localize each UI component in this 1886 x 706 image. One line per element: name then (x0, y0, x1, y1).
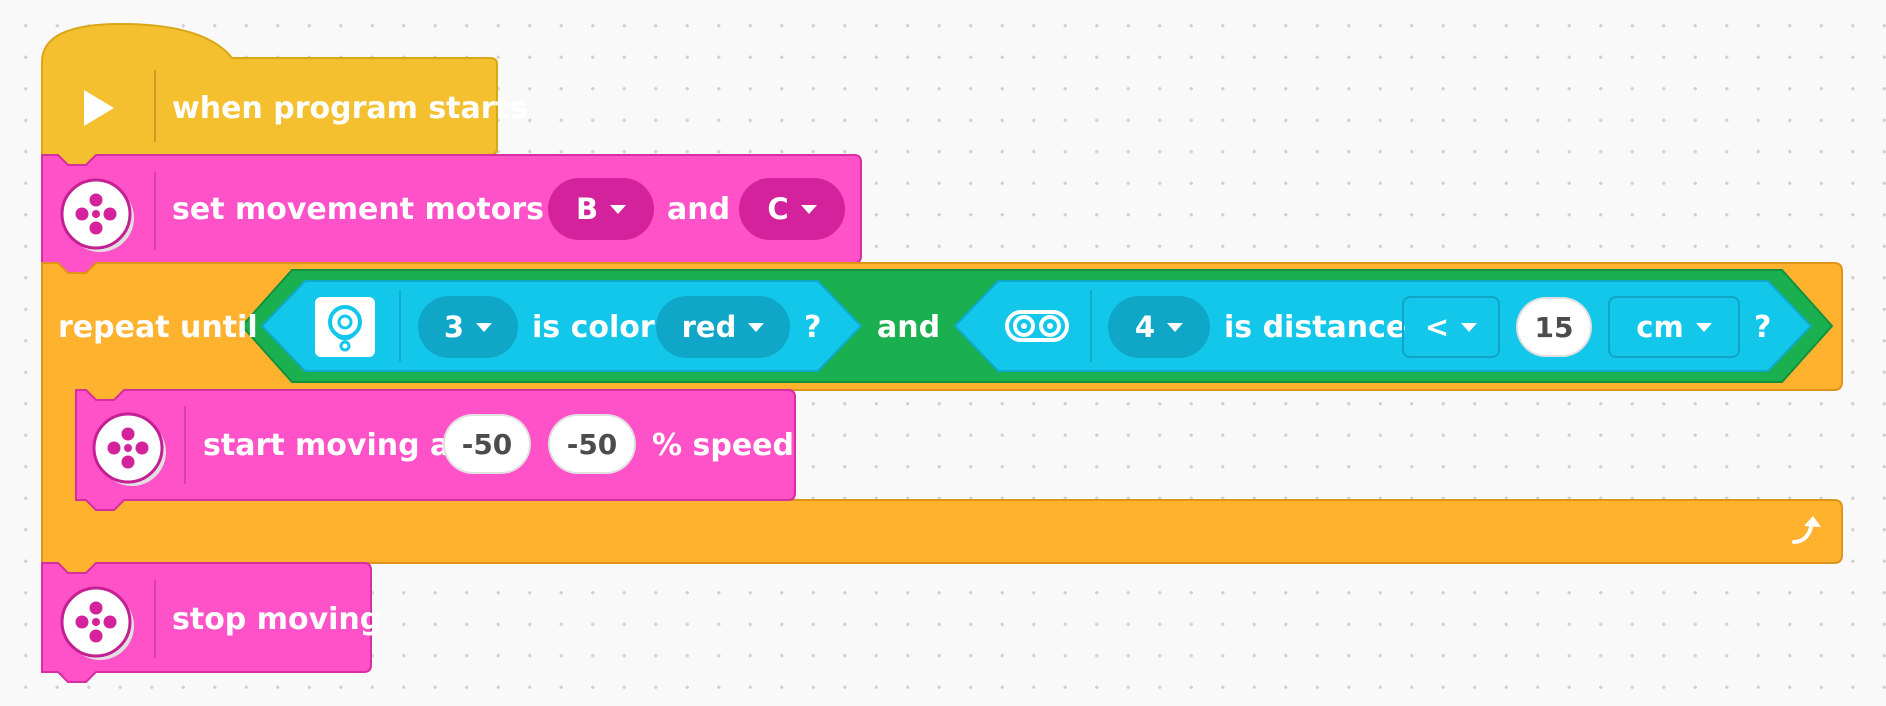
hat-label: when program starts (172, 91, 528, 126)
motor2-dropdown[interactable]: C (739, 178, 845, 240)
motor1-value: B (575, 192, 599, 226)
chevron-down-icon (476, 322, 493, 332)
color-sensor-separator (399, 290, 401, 362)
distance-port-dropdown[interactable]: 4 (1108, 296, 1210, 358)
repeat-until-label: repeat until (58, 310, 258, 345)
unit-dropdown[interactable]: cm (1608, 296, 1740, 358)
color-value-dropdown[interactable]: red (656, 296, 790, 358)
color-sensor-icon (315, 297, 375, 357)
distance-value-input[interactable]: 15 (1516, 297, 1592, 357)
chevron-down-icon (610, 204, 627, 214)
chevron-down-icon (800, 204, 817, 214)
speed-left-value: -50 (461, 427, 513, 461)
is-color-label: is color (532, 310, 655, 345)
motor-wheels-icon (60, 586, 134, 660)
motor-wheels-icon (92, 412, 166, 486)
chevron-down-icon (1695, 322, 1712, 332)
loop-arrow-icon (1792, 516, 1821, 544)
distance-value: 15 (1534, 310, 1574, 344)
stop-separator (154, 580, 156, 658)
motor1-dropdown[interactable]: B (548, 178, 654, 240)
speed-right-value: -50 (566, 427, 618, 461)
chevron-down-icon (1461, 322, 1478, 332)
stop-moving-label: stop moving (172, 602, 382, 637)
color-port-dropdown[interactable]: 3 (418, 296, 518, 358)
unit-value: cm (1636, 310, 1684, 344)
speed-suffix-label: % speed (652, 428, 795, 463)
stop-block-shape[interactable] (41, 562, 372, 683)
distance-sensor-separator (1090, 290, 1092, 362)
set-motors-and-label: and (667, 192, 731, 227)
distance-sensor-icon (1005, 310, 1069, 342)
chevron-down-icon (748, 322, 765, 332)
set-motors-separator (154, 172, 156, 250)
color-value: red (681, 310, 737, 344)
is-distance-label: is distance (1224, 310, 1407, 345)
hat-separator (154, 70, 156, 142)
comparison-value: < (1424, 310, 1450, 344)
hat-block-shape[interactable] (41, 22, 498, 166)
comparison-dropdown[interactable]: < (1402, 296, 1500, 358)
distance-question-mark: ? (1754, 310, 1772, 345)
play-icon (84, 90, 114, 126)
color-question-mark: ? (804, 310, 822, 345)
speed-right-input[interactable]: -50 (548, 414, 636, 474)
set-motors-label: set movement motors to (172, 192, 590, 227)
motor-wheels-icon (60, 178, 134, 252)
speed-left-input[interactable]: -50 (443, 414, 531, 474)
motor2-value: C (767, 192, 789, 226)
color-port-value: 3 (443, 310, 465, 344)
start-moving-separator (184, 406, 186, 484)
chevron-down-icon (1167, 322, 1184, 332)
distance-port-value: 4 (1134, 310, 1156, 344)
operator-and-label: and (877, 310, 941, 345)
start-moving-label: start moving at (203, 428, 465, 463)
